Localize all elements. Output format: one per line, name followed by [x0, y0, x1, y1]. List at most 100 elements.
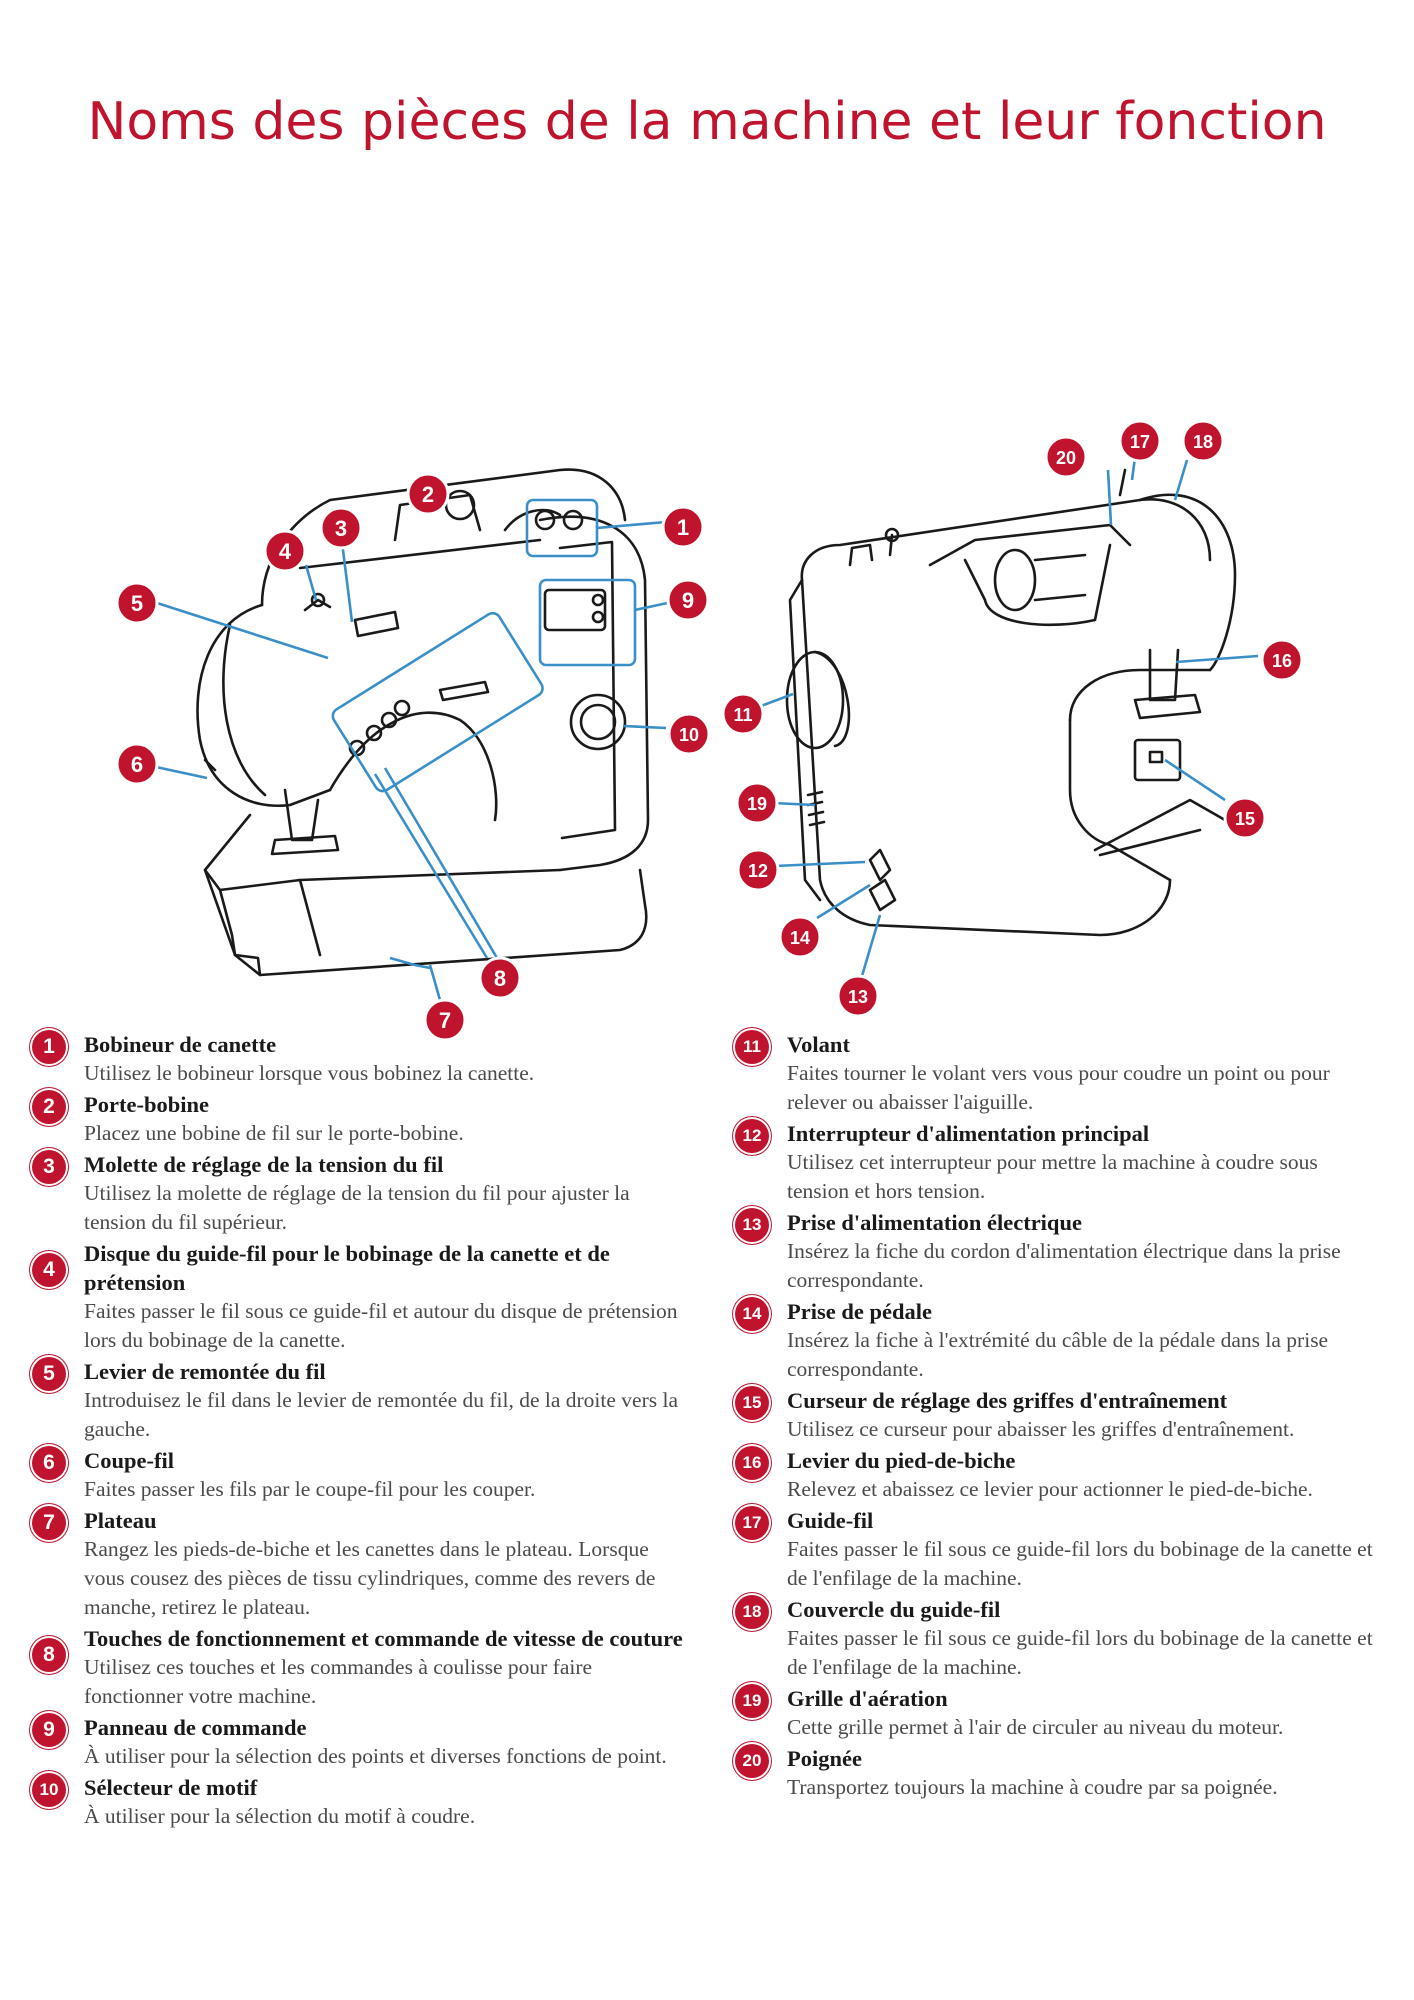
legend-item-3: 3 Molette de réglage de la tension du fi… [32, 1150, 692, 1237]
page-title: Noms des pièces de la machine et leur fo… [87, 92, 1327, 152]
svg-text:6: 6 [131, 752, 143, 777]
legend-item-20: 20 Poignée Transportez toujours la machi… [735, 1744, 1375, 1802]
svg-text:12: 12 [748, 861, 768, 881]
svg-text:8: 8 [494, 966, 506, 991]
svg-text:9: 9 [682, 588, 694, 613]
svg-text:10: 10 [679, 725, 699, 745]
legend-description: Transportez toujours la machine à coudre… [787, 1775, 1278, 1799]
legend-item-4: 4 Disque du guide-fil pour le bobinage d… [32, 1239, 692, 1355]
legend-left-column: 1 Bobineur de canette Utilisez le bobine… [32, 1030, 692, 1831]
legend-name: Curseur de réglage des griffes d'entraîn… [787, 1388, 1228, 1413]
legend-name: Couvercle du guide-fil [787, 1597, 1001, 1622]
legend-description: Placez une bobine de fil sur le porte-bo… [84, 1121, 464, 1145]
svg-text:1: 1 [677, 515, 689, 540]
legend-name: Plateau [84, 1508, 157, 1533]
callout-badge-10: 10 [667, 712, 711, 756]
legend-badge-8: 8 [32, 1638, 66, 1672]
legend-item-6: 6 Coupe-fil Faites passer les fils par l… [32, 1446, 692, 1504]
legend-badge-5: 5 [32, 1357, 66, 1391]
callout-lines [155, 449, 1259, 1001]
legend-description: À utiliser pour la sélection du motif à … [84, 1804, 476, 1828]
legend-description: Utilisez ces touches et les commandes à … [84, 1655, 593, 1708]
legend-badge-16: 16 [735, 1446, 769, 1480]
legend-badge-14: 14 [735, 1297, 769, 1331]
svg-text:13: 13 [848, 987, 868, 1007]
callout-badge-19: 19 [735, 781, 779, 825]
legend-item-18: 18 Couvercle du guide-fil Faites passer … [735, 1595, 1375, 1682]
legend-badge-6: 6 [32, 1446, 66, 1480]
legend-name: Bobineur de canette [84, 1032, 277, 1057]
svg-text:7: 7 [439, 1008, 451, 1033]
legend-item-9: 9 Panneau de commande À utiliser pour la… [32, 1713, 692, 1771]
legend-item-11: 11 Volant Faites tourner le volant vers … [735, 1030, 1375, 1117]
legend-description: Faites passer les fils par le coupe-fil … [84, 1477, 536, 1501]
legend-item-12: 12 Interrupteur d'alimentation principal… [735, 1119, 1375, 1206]
legend-name: Prise d'alimentation électrique [787, 1210, 1082, 1235]
callout-badge-13: 13 [836, 974, 880, 1018]
legend-description: Faites passer le fil sous ce guide-fil e… [84, 1299, 678, 1352]
legend-name: Molette de réglage de la tension du fil [84, 1152, 444, 1177]
legend-item-19: 19 Grille d'aération Cette grille permet… [735, 1684, 1375, 1742]
callout-badge-15: 15 [1223, 796, 1267, 840]
legend-badge-2: 2 [32, 1090, 66, 1124]
callout-badge-5: 5 [115, 581, 159, 625]
legend-description: Insérez la fiche à l'extrémité du câble … [787, 1328, 1329, 1381]
legend-description: Insérez la fiche du cordon d'alimentatio… [787, 1239, 1341, 1292]
legend-badge-4: 4 [32, 1253, 66, 1287]
callout-badge-1: 1 [661, 505, 705, 549]
svg-text:14: 14 [790, 928, 810, 948]
legend-description: Utilisez le bobineur lorsque vous bobine… [84, 1061, 535, 1085]
legend-name: Panneau de commande [84, 1715, 307, 1740]
callout-badge-4: 4 [263, 529, 307, 573]
svg-text:2: 2 [422, 482, 434, 507]
legend-badge-17: 17 [735, 1506, 769, 1540]
svg-text:17: 17 [1130, 432, 1150, 452]
legend-description: Cette grille permet à l'air de circuler … [787, 1715, 1284, 1739]
legend-badge-9: 9 [32, 1713, 66, 1747]
legend-description: Relevez et abaissez ce levier pour actio… [787, 1477, 1313, 1501]
legend-description: Faites passer le fil sous ce guide-fil l… [787, 1626, 1373, 1679]
svg-text:20: 20 [1056, 448, 1076, 468]
svg-text:5: 5 [131, 591, 143, 616]
legend-item-1: 1 Bobineur de canette Utilisez le bobine… [32, 1030, 692, 1088]
legend-description: Faites passer le fil sous ce guide-fil l… [787, 1537, 1373, 1590]
legend-description: À utiliser pour la sélection des points … [84, 1744, 667, 1768]
legend-badge-7: 7 [32, 1506, 66, 1540]
legend-name: Porte-bobine [84, 1092, 209, 1117]
legend-badge-3: 3 [32, 1150, 66, 1184]
legend-item-5: 5 Levier de remontée du fil Introduisez … [32, 1357, 692, 1444]
legend-name: Grille d'aération [787, 1686, 948, 1711]
legend-badge-19: 19 [735, 1684, 769, 1718]
callout-badge-7: 7 [423, 998, 467, 1042]
legend-description: Rangez les pieds-de-biche et les canette… [84, 1537, 656, 1619]
callout-badge-8: 8 [478, 956, 522, 1000]
machine-diagram: 1 2 3 4 5 6 7 8 9 10 11 12 13 14 15 16 1… [115, 419, 1304, 1042]
legend-badge-1: 1 [32, 1030, 66, 1064]
legend-description: Utilisez cet interrupteur pour mettre la… [787, 1150, 1318, 1203]
callout-badge-20: 20 [1044, 435, 1088, 479]
legend-name: Sélecteur de motif [84, 1775, 258, 1800]
callout-badge-12: 12 [736, 848, 780, 892]
legend-name: Poignée [787, 1746, 862, 1771]
legend-item-17: 17 Guide-fil Faites passer le fil sous c… [735, 1506, 1375, 1593]
legend-name: Levier de remontée du fil [84, 1359, 326, 1384]
callout-badges: 1 2 3 4 5 6 7 8 9 10 11 12 13 14 15 16 1… [115, 419, 1304, 1042]
legend-item-16: 16 Levier du pied-de-biche Relevez et ab… [735, 1446, 1375, 1504]
svg-text:4: 4 [279, 539, 292, 564]
legend-name: Volant [787, 1032, 850, 1057]
legend-description: Utilisez la molette de réglage de la ten… [84, 1181, 630, 1234]
svg-text:19: 19 [747, 794, 767, 814]
legend-name: Prise de pédale [787, 1299, 932, 1324]
callout-badge-17: 17 [1118, 419, 1162, 463]
svg-text:16: 16 [1272, 651, 1292, 671]
legend-item-10: 10 Sélecteur de motif À utiliser pour la… [32, 1773, 692, 1831]
svg-text:18: 18 [1193, 432, 1213, 452]
callout-badge-2: 2 [406, 472, 450, 516]
legend-description: Faites tourner le volant vers vous pour … [787, 1061, 1330, 1114]
legend-item-13: 13 Prise d'alimentation électrique Insér… [735, 1208, 1375, 1295]
legend-name: Disque du guide-fil pour le bobinage de … [84, 1241, 610, 1295]
legend-item-14: 14 Prise de pédale Insérez la fiche à l'… [735, 1297, 1375, 1384]
svg-text:3: 3 [335, 516, 347, 541]
legend-name: Guide-fil [787, 1508, 874, 1533]
legend-badge-18: 18 [735, 1595, 769, 1629]
